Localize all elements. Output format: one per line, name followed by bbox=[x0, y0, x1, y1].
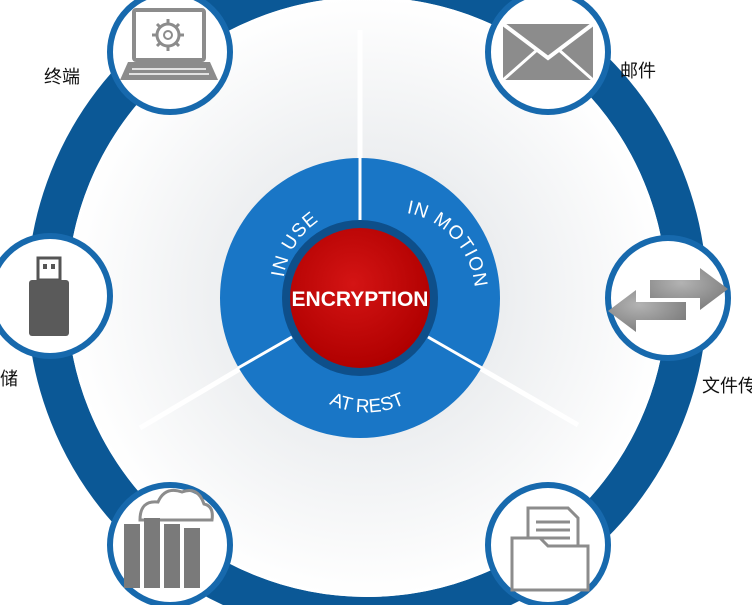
usb-drive-icon bbox=[29, 256, 69, 336]
node-storage bbox=[0, 233, 113, 359]
node-email bbox=[485, 0, 611, 115]
label-storage: 存储 bbox=[0, 369, 18, 390]
label-file-transfer: 文件传 bbox=[702, 376, 752, 397]
node-files bbox=[485, 482, 611, 605]
encryption-core bbox=[290, 228, 430, 368]
file-folder-icon bbox=[510, 506, 590, 592]
segment-separator-left bbox=[237, 335, 293, 370]
segment-separator-right bbox=[427, 335, 483, 370]
cloud-server-icon bbox=[124, 488, 214, 588]
node-cloud bbox=[107, 482, 233, 605]
label-endpoint: 终端 bbox=[44, 67, 80, 88]
node-file-transfer bbox=[605, 235, 731, 361]
laptop-icon bbox=[120, 8, 218, 80]
center-label: ENCRYPTION bbox=[292, 288, 429, 311]
envelope-icon bbox=[501, 22, 595, 82]
label-email: 邮件 bbox=[620, 61, 656, 82]
transfer-arrows-icon bbox=[608, 268, 728, 332]
node-endpoint bbox=[107, 0, 233, 115]
